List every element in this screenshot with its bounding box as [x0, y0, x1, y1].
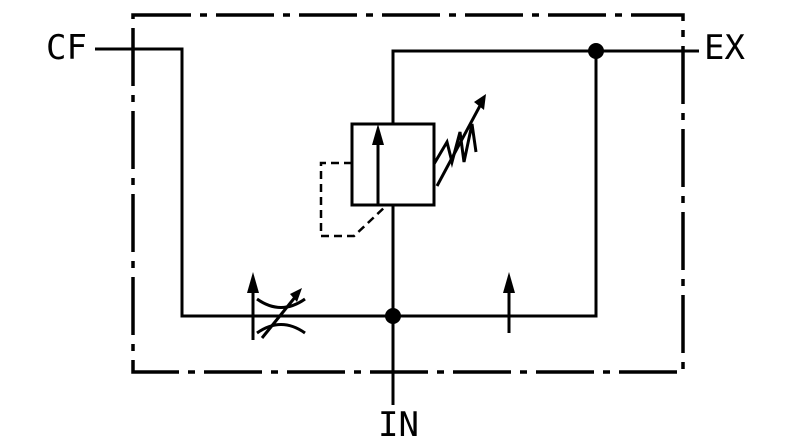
adjustable-spring [432, 123, 478, 168]
relief-valve [350, 122, 436, 207]
cf-line [95, 47, 393, 318]
junction-dot-center [385, 308, 401, 324]
variable-throttle [256, 297, 306, 335]
spring-adjust-arrow [435, 101, 484, 187]
valve-flow-arrow-head [372, 124, 384, 145]
right-branch-line [393, 51, 598, 318]
flow-direction-arrow-left-head [247, 272, 259, 293]
port-label-cf: CF [46, 28, 87, 68]
ex-line [391, 49, 699, 124]
throttle-adjust-arrow [260, 295, 298, 339]
throttle-adjust-arrow-head [290, 288, 302, 302]
port-label-ex: EX [704, 28, 745, 68]
housing-boundary [131, 13, 685, 374]
spring-adjust-arrow-head [474, 94, 486, 110]
junction-dot-top-right [588, 43, 604, 59]
flow-direction-arrow-right-head [503, 272, 515, 293]
pilot-drain-line [319, 161, 388, 238]
port-label-in: IN [378, 405, 419, 445]
